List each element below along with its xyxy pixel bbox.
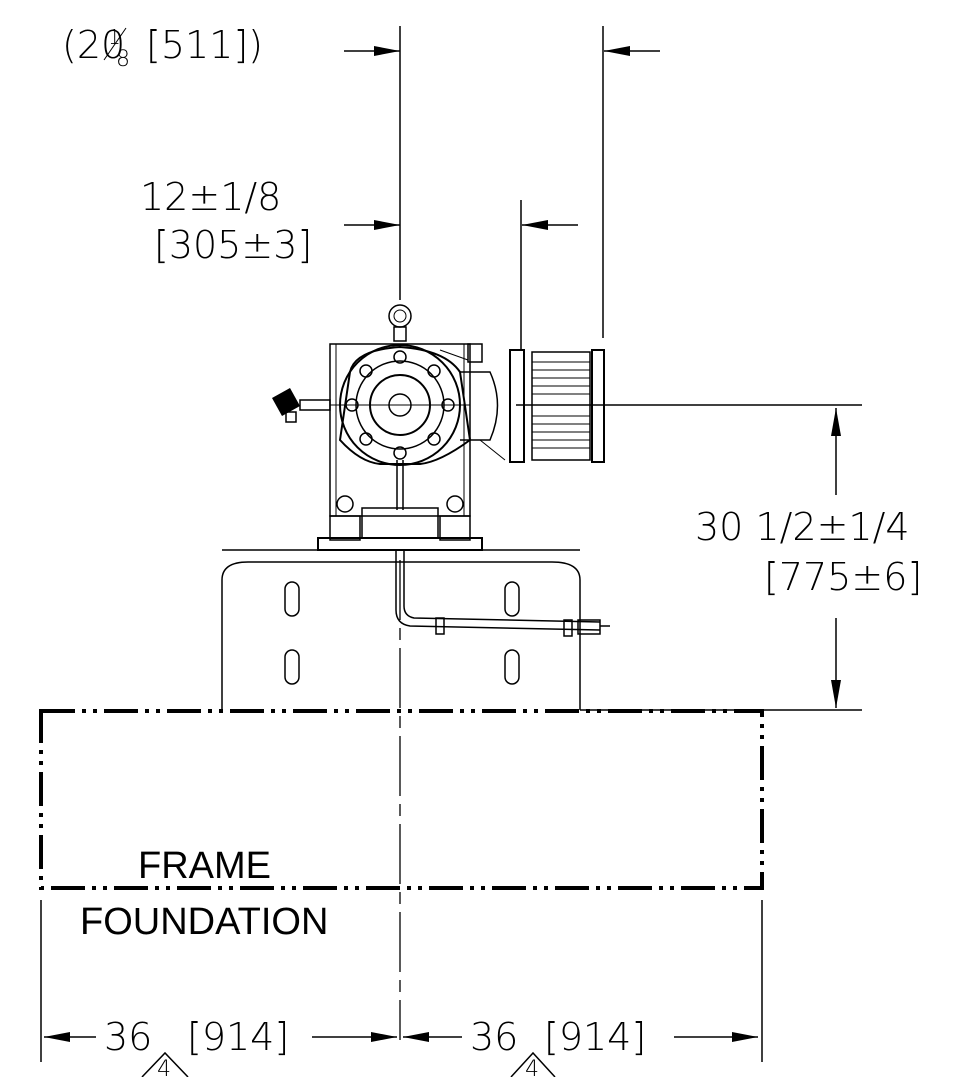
dim-left-width: 36 [914] — [44, 1015, 397, 1059]
base-mounting — [317, 460, 483, 551]
foundation-label: FOUNDATION — [80, 901, 328, 943]
revision-marker-left: 4 — [157, 1057, 171, 1077]
overall-ref-fraction-numerator: 1 — [108, 25, 121, 49]
right-width-arrow-left — [403, 1032, 429, 1042]
dim-overall-reference: (20 1 8 [511]) — [62, 23, 660, 338]
right-width-arrow-right — [732, 1032, 758, 1042]
dim-height: 30 1/2±1/4 [775±6] — [695, 408, 922, 708]
top-valve — [439, 343, 483, 363]
mounting-slot — [504, 649, 520, 685]
left-width-arrow-left — [44, 1032, 70, 1042]
height-imperial: 30 1/2±1/4 — [695, 505, 910, 549]
offset-arrow-left — [374, 220, 400, 230]
mounting-slot — [504, 581, 520, 617]
drain-line — [395, 550, 610, 637]
offset-arrow-right — [522, 220, 548, 230]
outlet-flange — [591, 349, 605, 463]
left-width-metric: [914] — [187, 1015, 289, 1059]
side-valve — [272, 388, 331, 423]
overall-ref-fraction-denominator: 8 — [116, 47, 130, 72]
dim-offset: 12±1/8 [305±3] — [140, 175, 578, 350]
height-arrow-down — [831, 680, 841, 708]
pump-assembly — [272, 304, 612, 551]
overall-ref-arrow-left — [374, 46, 400, 56]
frame-label: FRAME — [138, 845, 271, 887]
inlet-flange — [509, 349, 525, 463]
revision-triangle-right-outline — [510, 1051, 556, 1077]
right-width-metric: [914] — [544, 1015, 646, 1059]
revision-triangle-right: 4 — [510, 1051, 556, 1077]
pump-casing — [330, 344, 472, 466]
discharge-nozzle — [460, 371, 499, 441]
right-width-imperial: 36 — [470, 1015, 518, 1059]
overall-ref-arrow-right — [604, 46, 630, 56]
mounting-slot — [284, 649, 300, 685]
casing-bolts — [345, 350, 455, 460]
left-width-imperial: 36 — [104, 1015, 152, 1059]
overall-ref-close: [511]) — [146, 23, 263, 67]
height-arrow-up — [831, 408, 841, 436]
frame-foundation-outline — [39, 709, 764, 890]
height-metric: [775±6] — [764, 555, 922, 599]
offset-imperial: 12±1/8 — [140, 175, 281, 219]
support-pedestal — [221, 549, 581, 710]
revision-marker-right: 4 — [525, 1057, 539, 1077]
mounting-slot — [284, 581, 300, 617]
lifting-eye — [388, 304, 412, 342]
expansion-bellows — [516, 351, 612, 461]
dim-right-width: 36 [914] — [403, 1015, 758, 1059]
offset-metric: [305±3] — [154, 223, 312, 267]
left-width-arrow-right — [371, 1032, 397, 1042]
revision-triangle-left-outline — [141, 1051, 189, 1077]
revision-triangle-left: 4 — [141, 1051, 189, 1077]
overall-ref-fraction-bar — [103, 27, 127, 61]
